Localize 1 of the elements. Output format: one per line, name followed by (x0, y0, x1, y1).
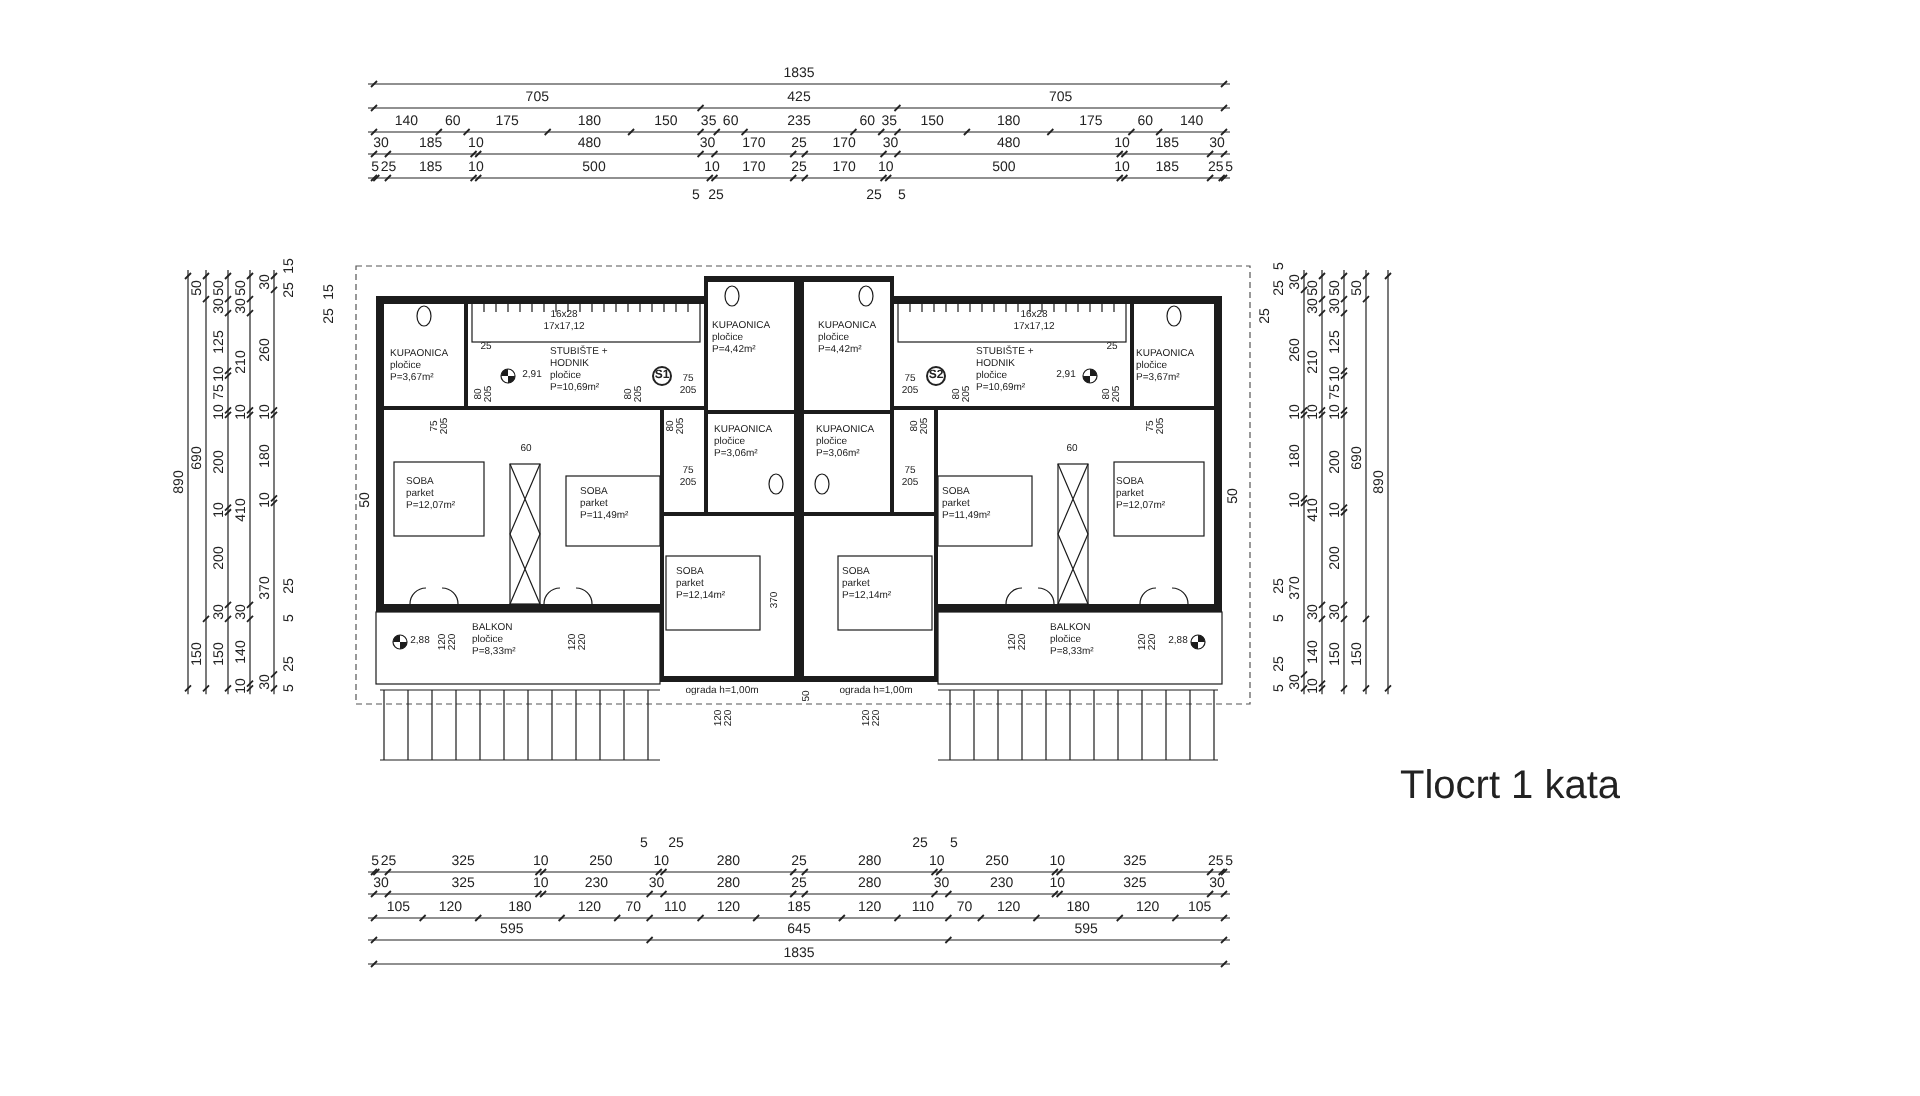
drawing-title: Tlocrt 1 kata (1400, 766, 1621, 806)
